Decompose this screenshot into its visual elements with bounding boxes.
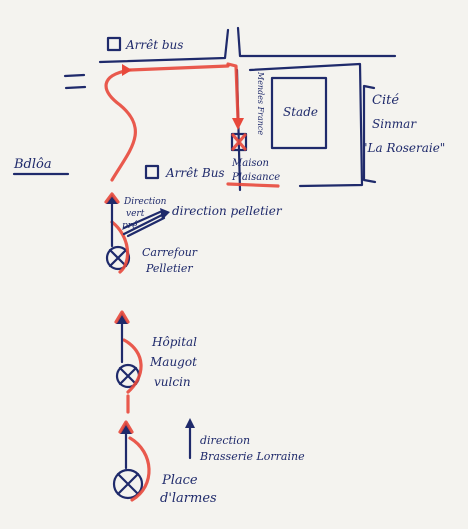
hopital-node (114, 310, 143, 414)
bus-stop-top-label: Arrêt bus (125, 38, 183, 52)
maison-plaisance-cross (231, 133, 247, 151)
cite-label-3: "La Roseraie" (362, 141, 445, 155)
cite-label-1: Cité (372, 93, 399, 108)
maison-plaisance-label-1: Maison (231, 158, 269, 169)
hopital-label-2: Maugot (149, 355, 197, 369)
road-dash-marks (63, 73, 87, 90)
stadium-label: Stade (283, 105, 318, 119)
maison-plaisance-underline (226, 182, 280, 188)
brasserie-label-1: direction (200, 434, 250, 447)
direction-pelletier-label: direction pelletier (172, 204, 283, 218)
brasserie-arrow (185, 418, 195, 460)
cite-bracket (362, 84, 377, 184)
carrefour-label-2: Pelletier (145, 262, 193, 275)
bus-stop-top-icon (106, 36, 122, 52)
stadium-shape (270, 76, 328, 150)
bus-stop-mid-label: Arrêt Bus (165, 166, 225, 180)
carrefour-label-1: Carrefour (142, 246, 198, 259)
direction-vert-pre-2: vert (126, 209, 145, 219)
road-vertical-label: Mendes France (256, 71, 265, 135)
carrefour-pelletier-node (104, 192, 170, 274)
place-node (112, 420, 151, 502)
direction-vert-pre-1: Direction (123, 197, 167, 207)
route-path (104, 62, 244, 182)
hopital-label-3: vulcin (154, 375, 191, 389)
maison-plaisance-box (230, 132, 248, 152)
direction-vert-pre-3: pré (122, 220, 138, 231)
hopital-label-1: Hôpital (151, 335, 197, 349)
place-label-1: Place (161, 473, 198, 488)
cite-label-2: Sinmar (372, 117, 417, 131)
brasserie-label-2: Brasserie Lorraine (199, 450, 305, 463)
boulevard-label: Bdlôa (13, 157, 52, 172)
maison-plaisance-label-2: Plaisance (231, 172, 280, 183)
place-label-2: d'larmes (160, 491, 217, 506)
bus-stop-mid-icon (144, 164, 160, 180)
